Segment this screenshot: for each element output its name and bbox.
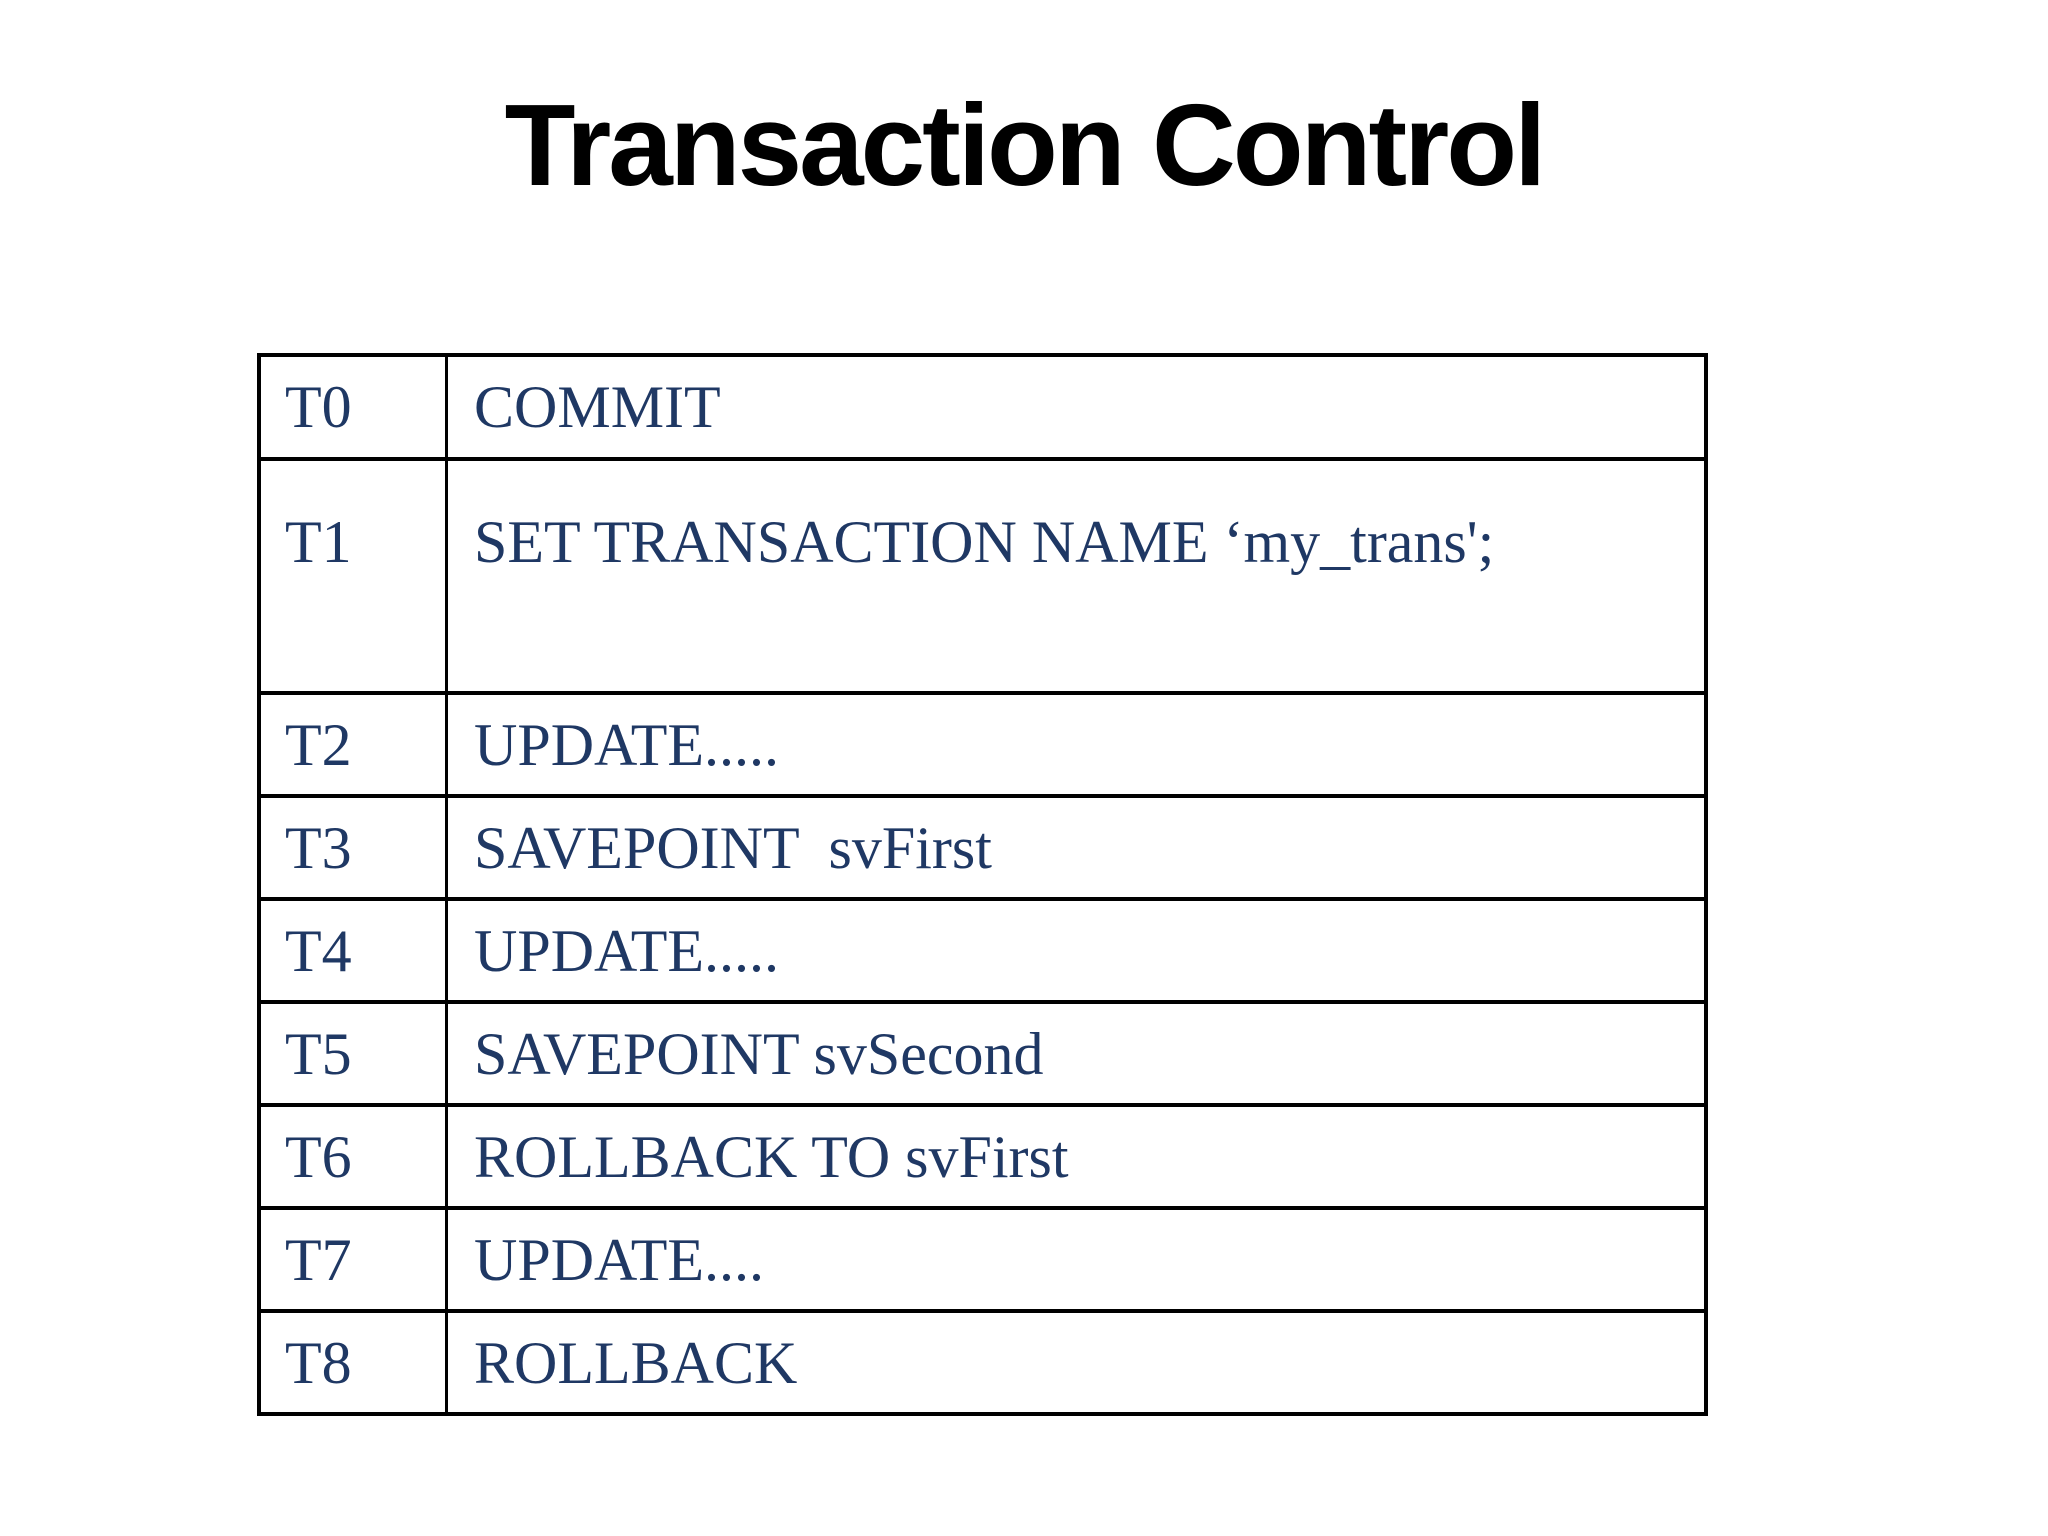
- command-cell: SAVEPOINT svFirst: [474, 814, 992, 881]
- command-cell: UPDATE....: [474, 1226, 765, 1293]
- table-row: T7 UPDATE....: [261, 1206, 1704, 1309]
- table-row: T4 UPDATE.....: [261, 897, 1704, 1000]
- time-cell: T0: [261, 357, 448, 457]
- command-cell: UPDATE.....: [474, 711, 780, 778]
- table-row: T1 SET TRANSACTION NAME ‘my_trans';: [261, 457, 1704, 691]
- time-cell: T5: [261, 1004, 448, 1103]
- command-cell: SAVEPOINT svSecond: [474, 1020, 1044, 1087]
- page-title: Transaction Control: [504, 80, 1547, 210]
- time-cell: T6: [261, 1107, 448, 1206]
- time-cell: T1: [261, 461, 448, 691]
- time-cell: T4: [261, 901, 448, 1000]
- command-cell: ROLLBACK: [474, 1329, 798, 1396]
- table-row: T6 ROLLBACK TO svFirst: [261, 1103, 1704, 1206]
- command-cell: UPDATE.....: [474, 917, 780, 984]
- table-row: T2 UPDATE.....: [261, 691, 1704, 794]
- time-cell: T8: [261, 1313, 448, 1412]
- time-cell: T3: [261, 798, 448, 897]
- table-row: T3 SAVEPOINT svFirst: [261, 794, 1704, 897]
- time-cell: T7: [261, 1210, 448, 1309]
- time-cell: T2: [261, 695, 448, 794]
- table-row: T8 ROLLBACK: [261, 1309, 1704, 1412]
- command-cell: ROLLBACK TO svFirst: [474, 1123, 1069, 1190]
- command-cell: COMMIT: [474, 374, 721, 440]
- table-row: T0 COMMIT: [261, 357, 1704, 457]
- table-row: T5 SAVEPOINT svSecond: [261, 1000, 1704, 1103]
- command-cell: SET TRANSACTION NAME ‘my_trans';: [474, 509, 1495, 575]
- transaction-table: T0 COMMIT T1 SET TRANSACTION NAME ‘my_tr…: [257, 353, 1708, 1416]
